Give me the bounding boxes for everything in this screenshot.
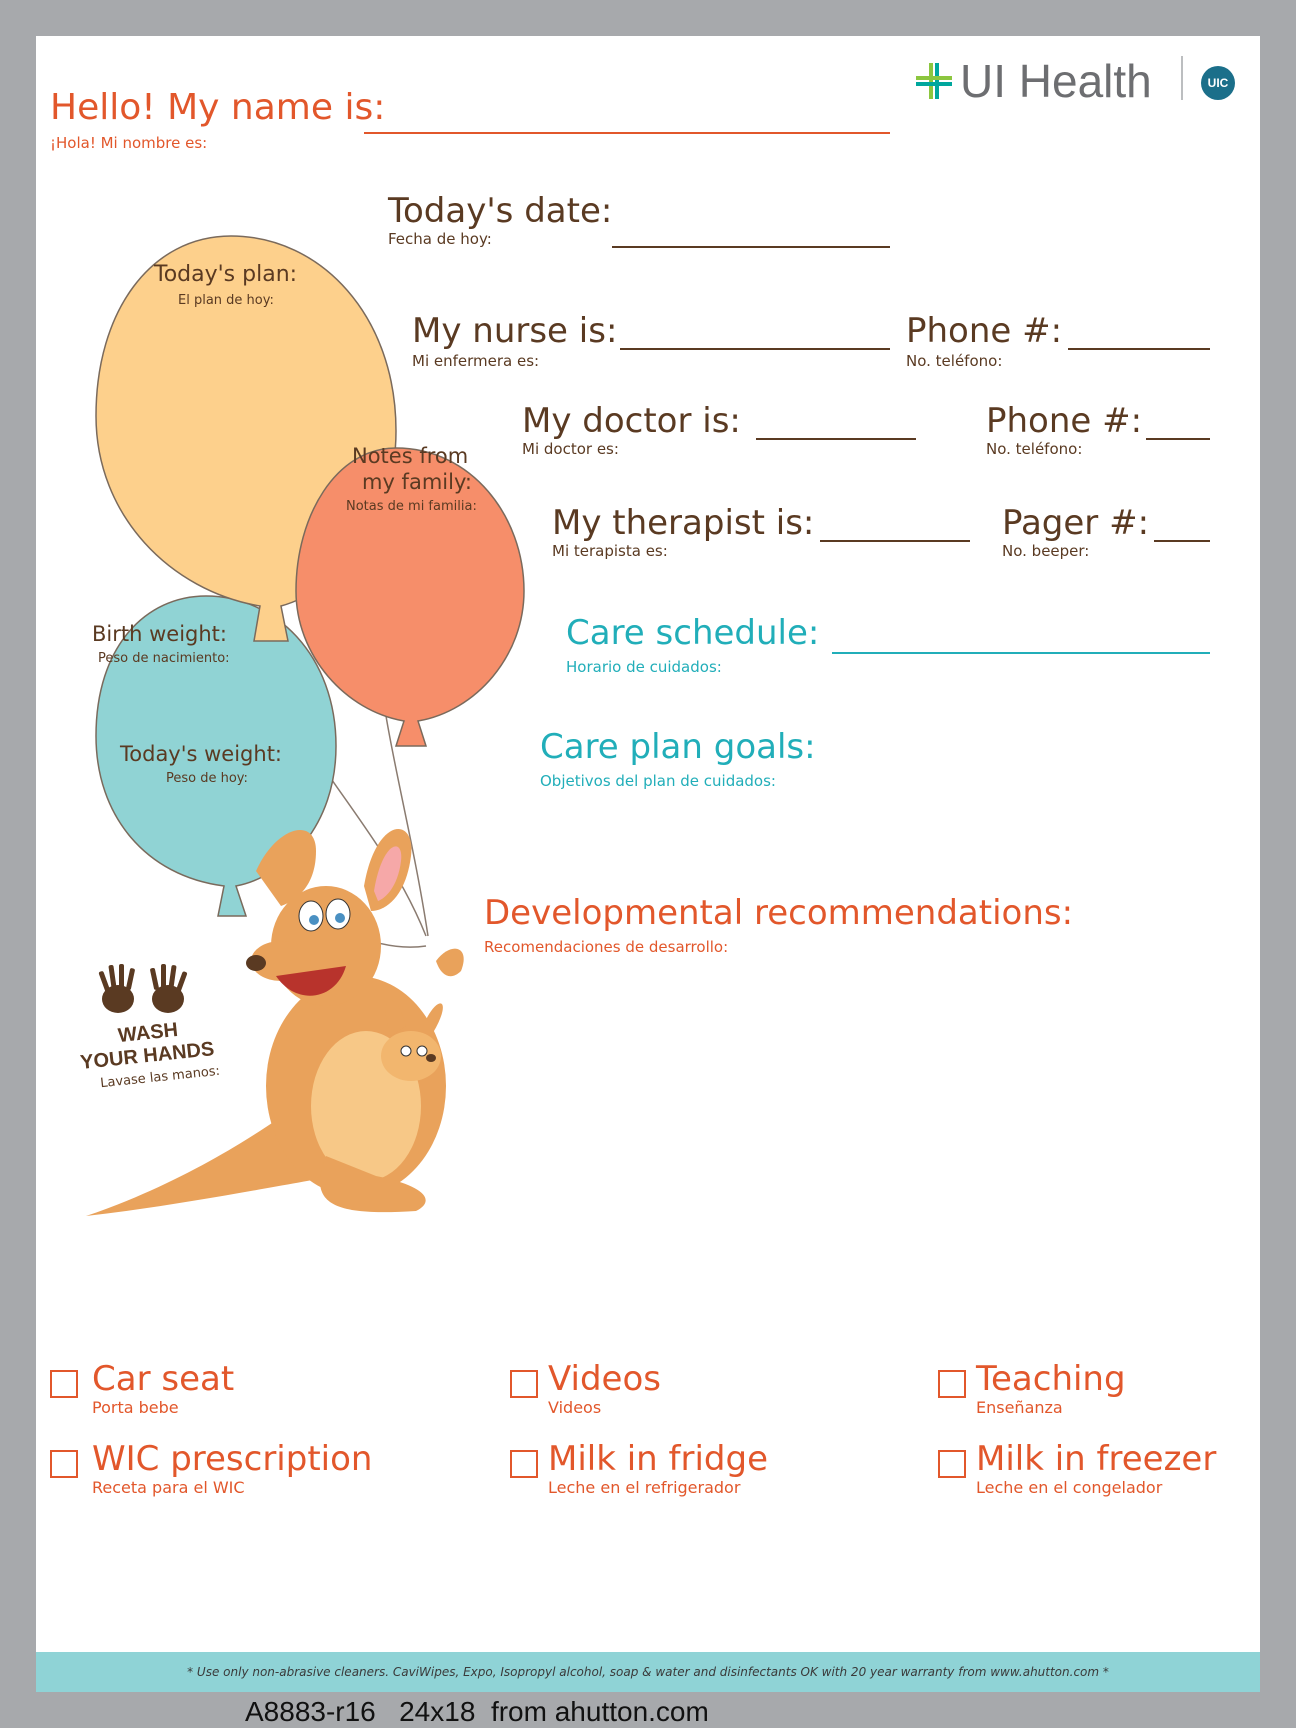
care-goals-sub: Objetivos del plan de cuidados:: [540, 772, 776, 790]
logo-text: UI Health: [960, 55, 1152, 107]
today-weight-sub: Peso de hoy:: [166, 771, 248, 786]
teaching-sub: Enseñanza: [976, 1398, 1063, 1417]
nurse-phone-sub: No. teléfono:: [906, 352, 1003, 370]
nurse-phone-label: Phone #:: [906, 311, 1063, 351]
car-seat-checkbox[interactable]: [50, 1370, 78, 1398]
footer-band: * Use only non-abrasive cleaners. CaviWi…: [36, 1652, 1260, 1692]
dev-label: Developmental recommendations:: [484, 893, 1074, 933]
doctor-phone-label: Phone #:: [986, 401, 1143, 441]
nurse-line[interactable]: [620, 348, 890, 350]
therapist-sub: Mi terapista es:: [552, 542, 668, 560]
doctor-phone-sub: No. teléfono:: [986, 440, 1083, 458]
nurse-sub: Mi enfermera es:: [412, 352, 540, 370]
plan-sub: El plan de hoy:: [178, 293, 274, 308]
whiteboard: UI Health UIC Hello! My name is: ¡Hola! …: [36, 36, 1260, 1692]
date-line[interactable]: [612, 246, 890, 248]
doctor-line[interactable]: [756, 438, 916, 440]
videos-label: Videos: [548, 1359, 661, 1399]
videos-checkbox[interactable]: [510, 1370, 538, 1398]
milk-freezer-label: Milk in freezer: [976, 1439, 1217, 1479]
car-seat-label: Car seat: [92, 1359, 235, 1399]
teaching-checkbox[interactable]: [938, 1370, 966, 1398]
nurse-phone-line[interactable]: [1068, 348, 1210, 350]
family-label-2: my family:: [362, 470, 472, 494]
date-sub: Fecha de hoy:: [388, 230, 492, 248]
therapist-label: My therapist is:: [552, 503, 815, 543]
care-schedule-sub: Horario de cuidados:: [566, 658, 722, 676]
birth-weight-label: Birth weight:: [92, 622, 227, 646]
uic-badge: UIC: [1201, 66, 1235, 100]
care-schedule-line[interactable]: [832, 652, 1210, 654]
hello-sub: ¡Hola! Mi nombre es:: [50, 134, 208, 152]
date-label: Today's date:: [388, 191, 613, 231]
product-code: A8883-r16 24x18 from ahutton.com: [245, 1696, 709, 1727]
name-line[interactable]: [364, 132, 890, 134]
doctor-sub: Mi doctor es:: [522, 440, 619, 458]
therapist-line[interactable]: [820, 540, 970, 542]
pager-line[interactable]: [1154, 540, 1210, 542]
pager-sub: No. beeper:: [1002, 542, 1090, 560]
family-sub: Notas de mi familia:: [346, 499, 477, 514]
milk-fridge-label: Milk in fridge: [548, 1439, 769, 1479]
hello-label: Hello! My name is:: [50, 87, 386, 128]
plan-label: Today's plan:: [154, 262, 298, 287]
wic-sub: Receta para el WIC: [92, 1478, 245, 1497]
doctor-label: My doctor is:: [522, 401, 741, 441]
care-schedule-label: Care schedule:: [566, 613, 820, 653]
handprints-icon: [98, 964, 188, 1013]
car-seat-sub: Porta bebe: [92, 1398, 179, 1417]
care-goals-label: Care plan goals:: [540, 727, 816, 767]
milk-freezer-checkbox[interactable]: [938, 1450, 966, 1478]
milk-fridge-sub: Leche en el refrigerador: [548, 1478, 741, 1497]
milk-freezer-sub: Leche en el congelador: [976, 1478, 1163, 1497]
milk-fridge-checkbox[interactable]: [510, 1450, 538, 1478]
footer-note: * Use only non-abrasive cleaners. CaviWi…: [187, 1665, 1109, 1679]
pager-label: Pager #:: [1002, 503, 1150, 543]
ui-health-cross-icon: [916, 63, 952, 99]
family-label-1: Notes from: [352, 444, 469, 468]
wic-label: WIC prescription: [92, 1439, 373, 1479]
nurse-label: My nurse is:: [412, 311, 618, 351]
logo-divider: [1181, 56, 1183, 100]
videos-sub: Videos: [548, 1398, 602, 1417]
kangaroo-illustration: [86, 828, 464, 1216]
today-weight-label: Today's weight:: [120, 742, 283, 766]
doctor-phone-line[interactable]: [1146, 438, 1210, 440]
balloons-illustration: [95, 235, 525, 948]
birth-weight-sub: Peso de nacimiento:: [98, 651, 230, 666]
wic-checkbox[interactable]: [50, 1450, 78, 1478]
dev-sub: Recomendaciones de desarrollo:: [484, 938, 729, 956]
teaching-label: Teaching: [976, 1359, 1126, 1399]
